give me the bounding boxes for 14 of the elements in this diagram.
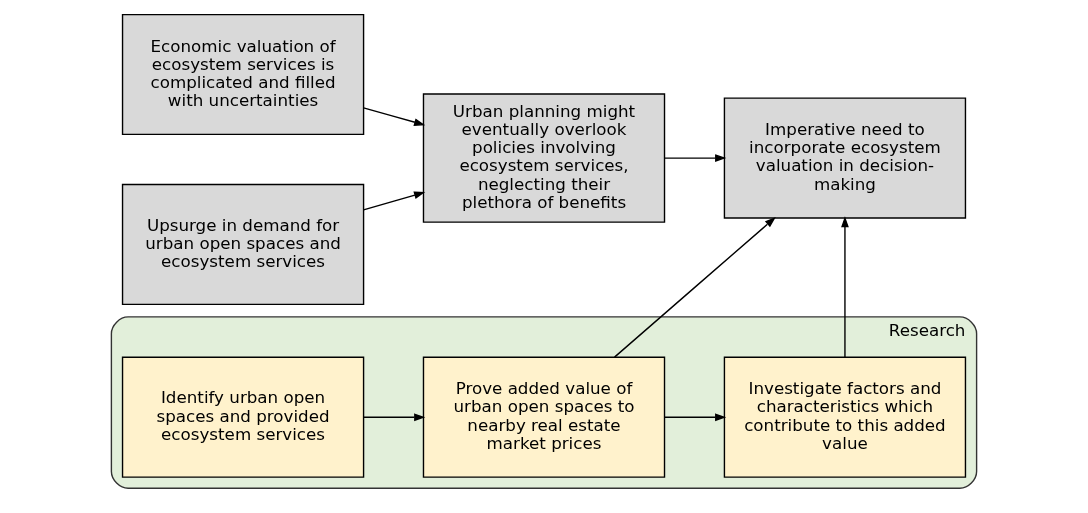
arrow <box>362 190 426 211</box>
node-box: Prove added value of urban open spaces to nearby real estate market prices <box>422 356 666 478</box>
arrow <box>663 153 727 162</box>
arrow <box>613 216 776 358</box>
arrow <box>362 106 426 126</box>
node-box: Urban planning might eventually overlook policies involving ecosystem services, neglecting their plethora of benefits <box>422 92 666 223</box>
node-box: Investigate factors and characteristics which contribute to this added value <box>723 356 967 478</box>
arrow <box>841 215 849 358</box>
arrow <box>663 412 727 421</box>
node-box: Identify urban open spaces and provided ecosystem services <box>121 356 365 478</box>
node-box: Upsurge in demand for urban open spaces and ecosystem services <box>121 183 365 305</box>
node-box: Imperative need to incorporate ecosystem valuation in decision-making <box>723 96 967 219</box>
node-box: Economic valuation of ecosystem services is complicated and filled with uncertainties <box>121 13 365 135</box>
arrow <box>362 412 426 421</box>
